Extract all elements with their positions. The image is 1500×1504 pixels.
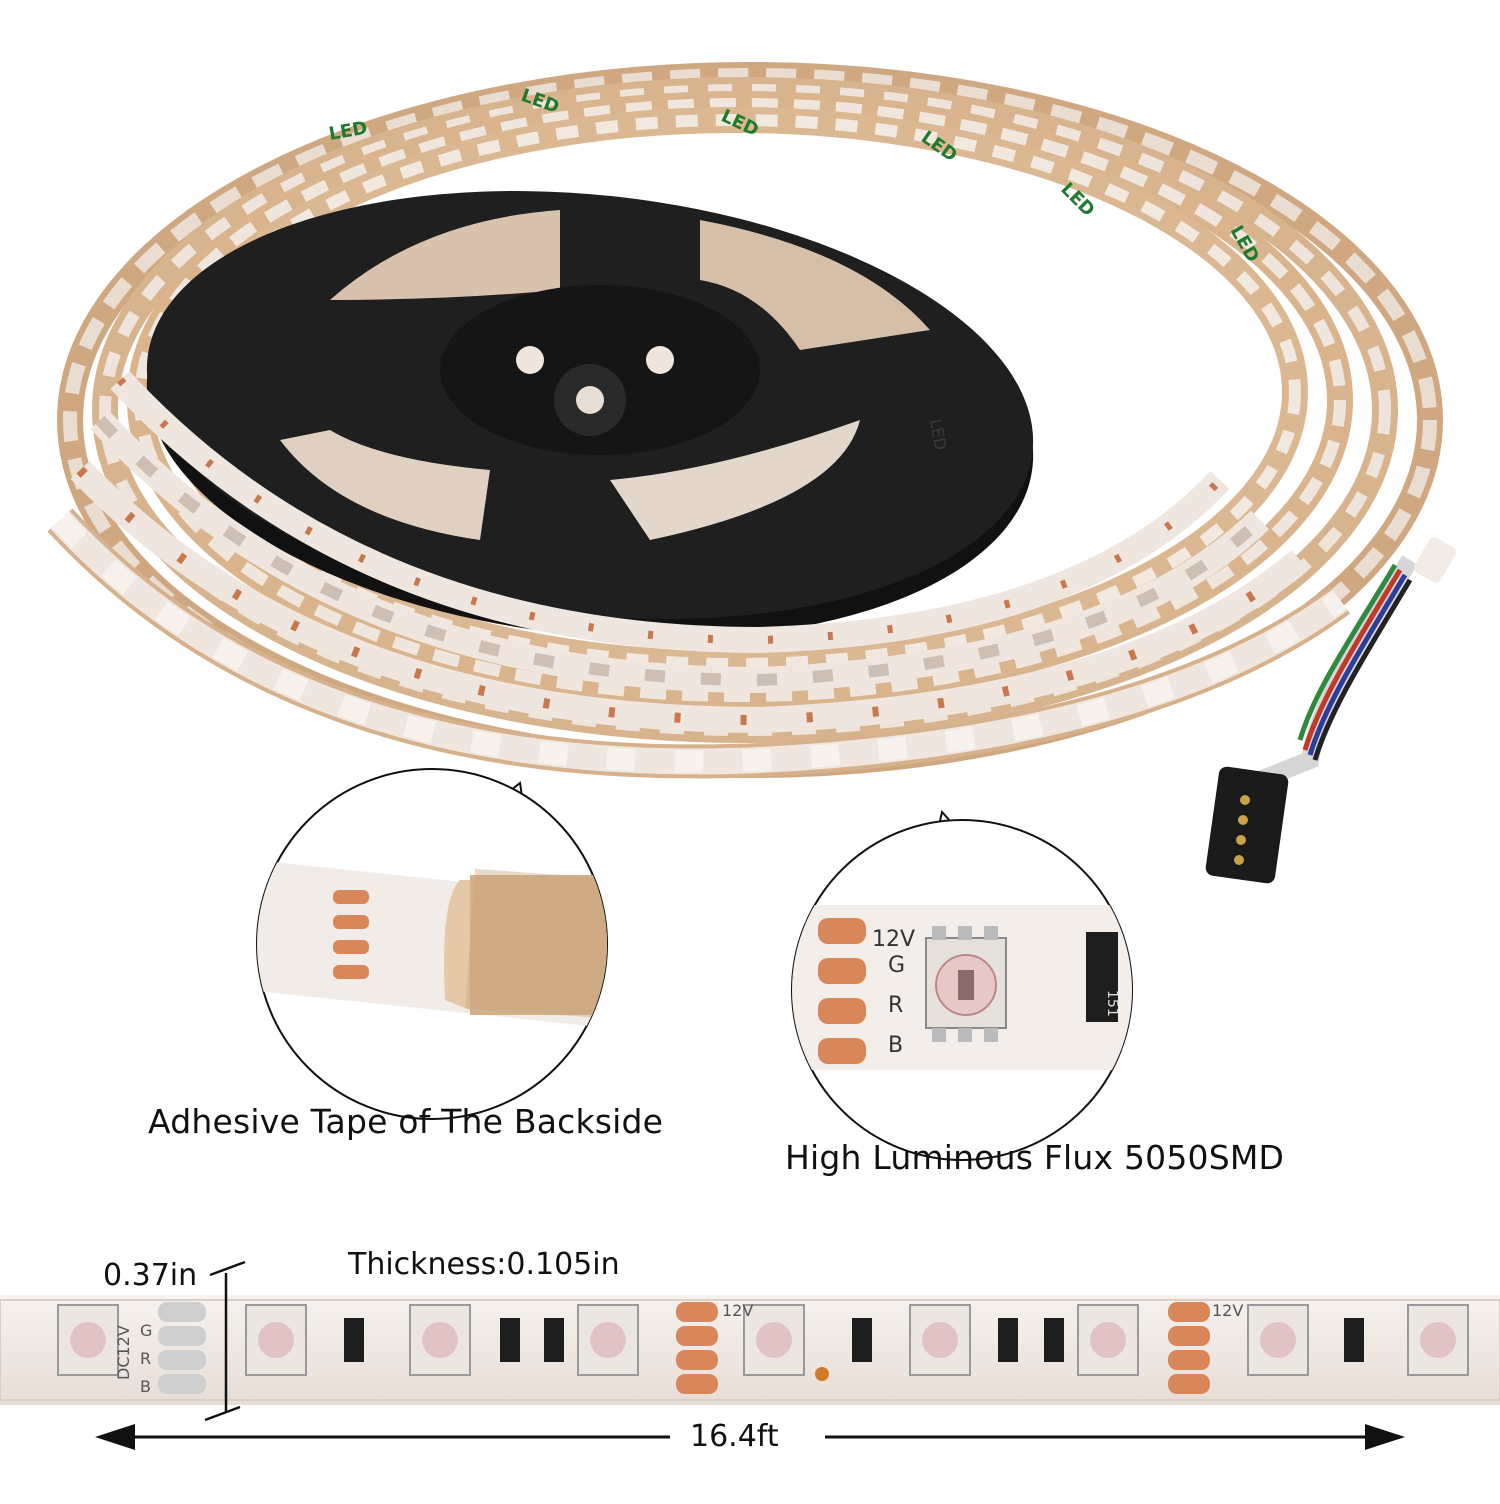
caption-smd: High Luminous Flux 5050SMD [785, 1138, 1285, 1177]
callout-smd: 12V G R B 151 [791, 809, 1133, 1161]
caption-adhesive: Adhesive Tape of The Backside [148, 1102, 664, 1141]
thickness-label: Thickness:0.105in [348, 1247, 620, 1282]
strip-r-label: R [140, 1349, 151, 1368]
callout-adhesive [256, 768, 608, 1120]
led-strip-straight: DC12V G R B 12V 12V [0, 1295, 1500, 1405]
length-label: 16.4ft [690, 1419, 779, 1454]
smd-12v-label: 12V [872, 927, 915, 952]
strip-12v-label-2: 12V [1212, 1301, 1243, 1320]
strip-g-label: G [140, 1321, 152, 1340]
led-strip-front [47, 371, 1351, 779]
strip-dc12v-label: DC12V [114, 1325, 133, 1380]
connector-plug [1205, 766, 1289, 884]
dimension-markers [204, 1260, 246, 1422]
smd-b-label: B [888, 1033, 903, 1058]
strip-b-label: B [140, 1377, 151, 1396]
reel: LED [146, 191, 1034, 639]
connector-cable [1205, 537, 1456, 884]
smd-r-label: R [888, 993, 903, 1018]
resistor [1086, 932, 1118, 1022]
resistor-label: 151 [1104, 990, 1120, 1017]
length-arrow [95, 1424, 1405, 1450]
strip-12v-label: 12V [722, 1301, 753, 1320]
smd-g-label: G [888, 953, 905, 978]
width-label: 0.37in [103, 1258, 198, 1293]
